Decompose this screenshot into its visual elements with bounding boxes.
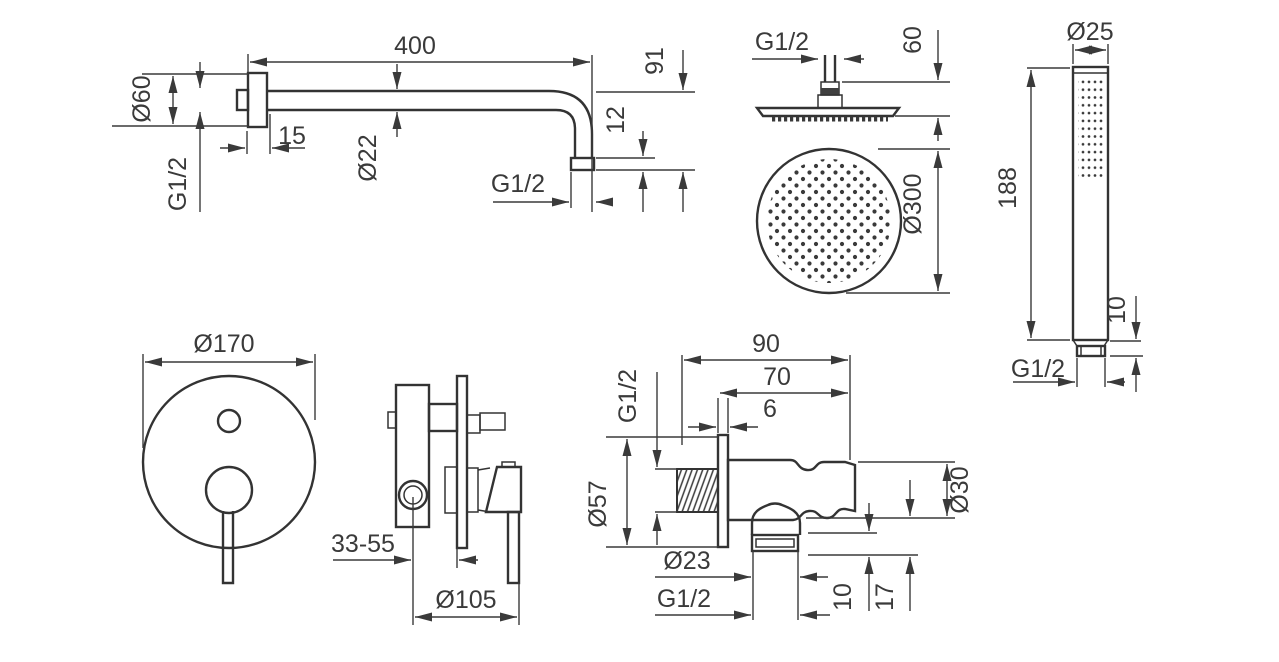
dim-rosette-diameter: Ø105 — [435, 586, 496, 614]
dim-elbow-plate-diameter: Ø57 — [584, 480, 612, 527]
dim-elbow-outlet-thread: G1/2 — [657, 585, 711, 613]
dim-hand-shower-diameter: Ø25 — [1066, 18, 1113, 46]
dim-outlet-nut-height: 12 — [602, 106, 630, 134]
dim-holder-diameter: Ø30 — [946, 466, 974, 513]
mixer-front-view: Ø170 — [141, 330, 317, 585]
dim-elbow-nut-height: 10 — [829, 583, 857, 611]
dim-flange-depth: 15 — [278, 122, 306, 150]
mixer-plate — [141, 374, 317, 550]
wall-elbow-view: 90 70 6 G1/2 Ø57 Ø23 G1/2 Ø30 — [584, 330, 974, 620]
head-shower-view: G1/2 60 Ø300 — [752, 26, 950, 295]
dim-hand-shower-nut-height: 10 — [1103, 296, 1131, 324]
mixer-spout-pipe-1 — [466, 414, 481, 434]
elbow-wall-plate — [716, 433, 730, 549]
dim-hand-shower-thread: G1/2 — [1011, 355, 1065, 383]
mixer-body-tab — [387, 411, 397, 429]
dim-pipe-diameter: Ø22 — [354, 134, 382, 181]
dim-elbow-body-depth: 70 — [763, 363, 791, 391]
dim-outlet-diameter: Ø23 — [663, 547, 710, 575]
mixer-side-view: 33-55 Ø105 — [331, 374, 523, 625]
hand-shower-nozzles — [1078, 78, 1103, 181]
dim-hand-shower-length: 188 — [994, 167, 1022, 209]
dim-inlet-thread: G1/2 — [614, 369, 642, 423]
mixer-cartridge-back — [444, 466, 458, 514]
dim-plate-thickness: 6 — [763, 395, 777, 423]
mixer-cartridge-front — [466, 467, 479, 513]
dim-outlet-depth: 17 — [871, 583, 899, 611]
mixer-diverter-button — [216, 408, 242, 434]
dim-flange-diameter: Ø60 — [128, 75, 156, 122]
mixer-handle-base — [204, 465, 254, 515]
arm-outlet-collar — [569, 156, 596, 172]
mixer-handle-hub — [484, 465, 523, 514]
mixer-handle-lever — [221, 511, 235, 585]
elbow-outlet-bell — [750, 502, 802, 535]
head-face-nozzles — [767, 159, 891, 283]
dim-arm-length: 400 — [394, 32, 436, 60]
dim-arm-outlet-thread: G1/2 — [491, 170, 545, 198]
hand-shower-nut — [1075, 344, 1107, 358]
mixer-rosette-edge — [455, 374, 469, 550]
head-face-rim — [755, 147, 903, 295]
hand-shower-view: Ø25 188 10 G1/2 — [994, 18, 1143, 392]
dim-arm-wall-thread: G1/2 — [164, 157, 192, 211]
head-plate-side — [754, 106, 902, 118]
dim-mounting-depth: 33-55 — [331, 530, 395, 558]
elbow-body-holder — [726, 458, 857, 522]
elbow-outlet-nut — [750, 533, 800, 553]
arm-wall-thread — [235, 88, 250, 112]
head-stem-collar — [817, 94, 843, 109]
mixer-handle-tab — [501, 461, 516, 468]
arm-tube-inner — [267, 108, 577, 158]
dim-head-diameter: Ø300 — [899, 173, 927, 234]
mixer-body-arm — [427, 402, 459, 433]
hand-shower-body — [1071, 65, 1110, 342]
arm-tube-outer — [267, 89, 594, 158]
elbow-inlet-thread — [676, 468, 719, 513]
dim-mixer-plate-diameter: Ø170 — [193, 330, 254, 358]
mixer-handle-rod — [506, 510, 521, 585]
dim-elbow-total-depth: 90 — [752, 330, 780, 358]
dim-head-connector-height: 60 — [899, 26, 927, 54]
arm-wall-flange — [246, 71, 269, 129]
dim-head-thread: G1/2 — [755, 28, 809, 56]
mixer-spout-pipe-2 — [479, 412, 506, 431]
shower-arm-view: 400 Ø60 G1/2 15 Ø22 91 12 G1/2 — [112, 32, 695, 212]
dim-drop-height: 91 — [641, 47, 669, 75]
